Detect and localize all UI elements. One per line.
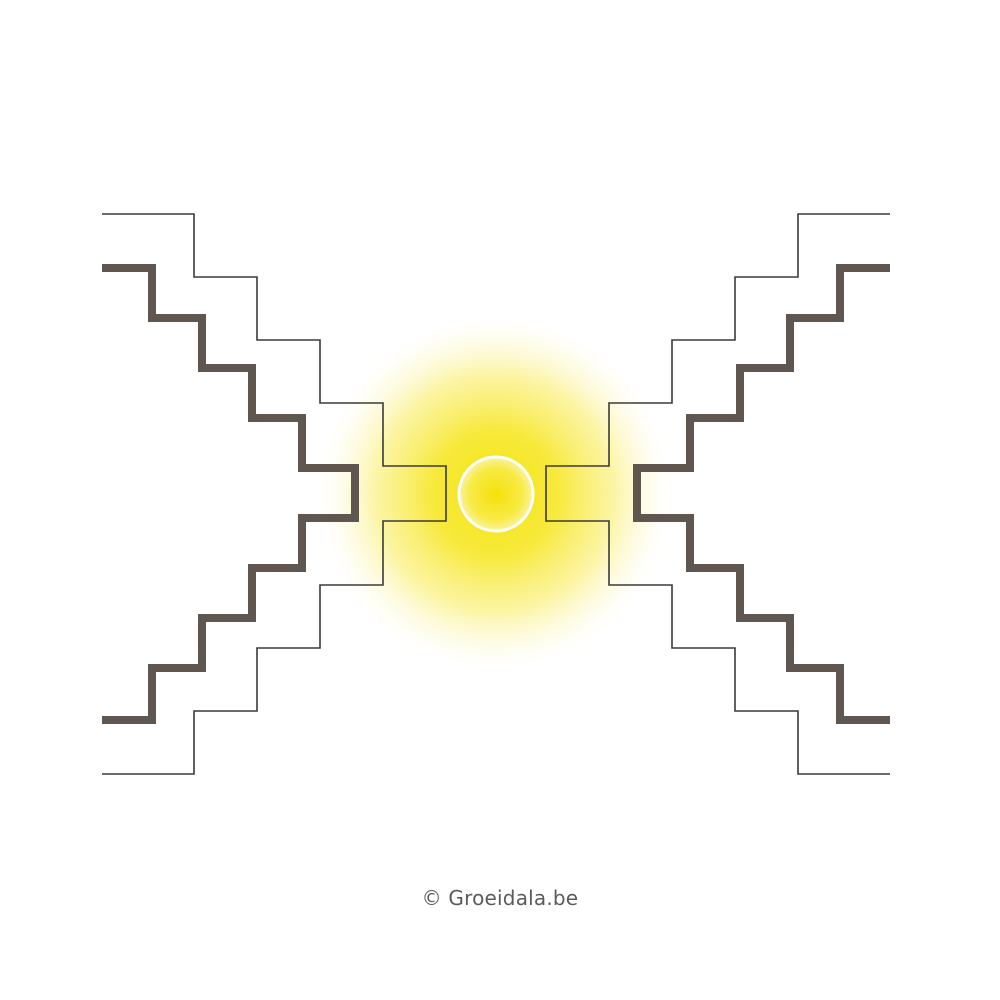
left-thick-staircase [102,264,359,724]
sun-core-icon [457,455,535,533]
right-thick-staircase [633,264,890,724]
left-thin-staircase [102,213,447,775]
copyright-notice: © Groeidala.be [421,886,579,910]
right-thin-staircase [545,213,890,775]
